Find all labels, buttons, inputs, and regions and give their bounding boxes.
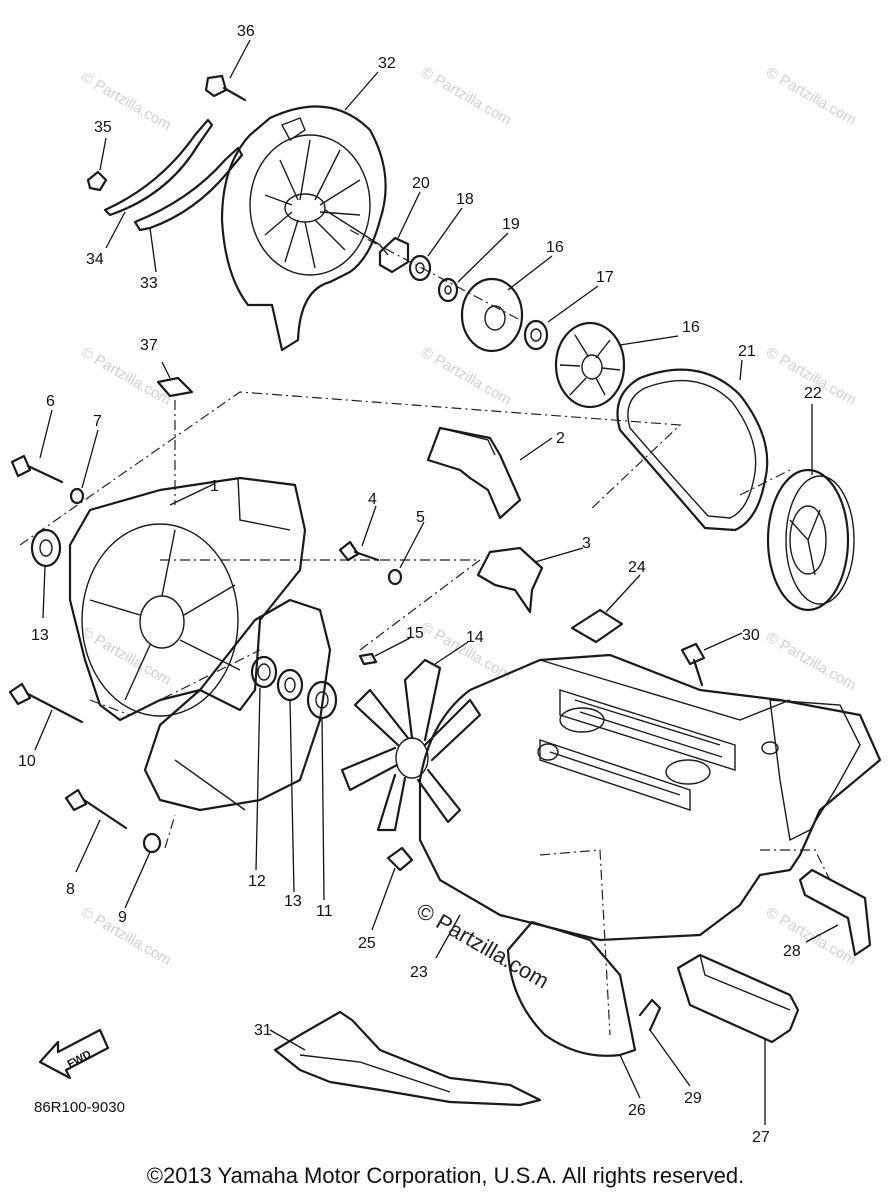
fwd-arrow-icon: FWD [38,1028,110,1080]
part-34-strap [103,118,214,217]
part-17-spacer [523,319,549,351]
part-14-fan [340,658,482,832]
callout-33: 33 [140,275,158,292]
callout-10: 10 [18,753,36,770]
part-25-grommet [386,846,414,872]
part-5-washer [387,568,403,586]
callout-3: 3 [582,535,591,552]
part-8-bolt [64,788,128,830]
part-10-bolt [8,682,84,724]
part-27-pad [676,953,800,1044]
part-4-bolt [338,540,380,562]
callout-18: 18 [456,191,474,208]
callout-7: 7 [93,413,102,430]
part-29-clip [638,998,662,1032]
part-37-plate [156,376,194,398]
fan-back-plate [143,598,332,812]
callout-13-second: 13 [284,893,302,910]
callout-8: 8 [66,881,75,898]
callout-20: 20 [412,175,430,192]
part-7-washer [69,487,85,505]
callout-19: 19 [502,216,520,233]
part-20-nut [378,236,410,274]
callout-25: 25 [358,935,376,952]
part-18-washer [408,254,432,282]
callout-16: 16 [546,239,564,256]
part-9-washer [142,832,162,854]
watermark: © Partzilla.com [763,904,859,969]
part-22-pulley [766,468,855,612]
watermark: © Partzilla.com [418,64,514,129]
copyright-notice: ©2013 Yamaha Motor Corporation, U.S.A. A… [146,1163,745,1188]
part-36-bolt [204,74,247,102]
part-30-bolt [680,642,706,687]
part-16-sheave-front [460,277,524,353]
callout-6: 6 [46,393,55,410]
part-2-bracket [426,426,522,520]
callout-28: 28 [783,943,801,960]
part-28-bracket [798,868,872,957]
part-15-key [358,652,378,666]
part-6-bolt [10,454,64,484]
callout-31: 31 [254,1022,272,1039]
callout-15: 15 [406,625,424,642]
callout-5: 5 [416,509,425,526]
watermark: © Partzilla.com [78,344,174,409]
center-watermark: © Partzilla.com [413,898,554,994]
callout-22: 22 [804,385,822,402]
callout-23: 23 [410,964,428,981]
part-13-bearing-left [30,528,62,568]
callout-1: 1 [210,478,219,495]
part-3-bracket [476,546,544,614]
callout-36: 36 [237,23,255,40]
callout-4: 4 [368,491,377,508]
callout-13: 13 [31,627,49,644]
fwd-label: FWD [66,1048,94,1070]
callout-14: 14 [466,629,484,646]
part-23-engine-cover [418,653,882,942]
part-12-circlip [250,655,278,689]
callout-35: 35 [94,119,112,136]
part-31-guard [273,1010,542,1107]
callout-21: 21 [738,343,756,360]
callout-16-second: 16 [682,319,700,336]
part-13-bearing-mid [276,668,304,702]
callout-9: 9 [118,909,127,926]
callout-2: 2 [556,430,565,447]
callout-26: 26 [628,1102,646,1119]
callout-34: 34 [86,251,104,268]
callout-numbers: 36 32 35 20 18 19 16 17 16 34 33 37 21 2… [18,23,822,1146]
part-35-screw [86,170,108,192]
watermark: © Partzilla.com [78,69,174,134]
part-33-strap [133,146,244,232]
part-24-label [570,608,624,644]
callout-17: 17 [596,269,614,286]
part-1-fan-housing [68,476,307,722]
part-19-washer [437,277,459,303]
watermark: © Partzilla.com [763,64,859,129]
callout-12: 12 [248,873,266,890]
leader-lines [34,39,839,1125]
callout-11: 11 [316,903,333,920]
callout-30: 30 [742,627,760,644]
callout-29: 29 [684,1090,702,1107]
watermark: © Partzilla.com [418,344,514,409]
part-21-belt [616,368,769,532]
callout-24: 24 [628,559,646,576]
part-26-heat-shield [506,920,637,1057]
callout-32: 32 [378,55,396,72]
diagram-code: 86R100-9030 [34,1099,125,1116]
callout-27: 27 [752,1129,770,1146]
part-16-sheave-rear [554,321,626,409]
callout-37: 37 [140,337,158,354]
part-32-fan-shroud [220,105,389,352]
watermark: © Partzilla.com [763,629,859,694]
